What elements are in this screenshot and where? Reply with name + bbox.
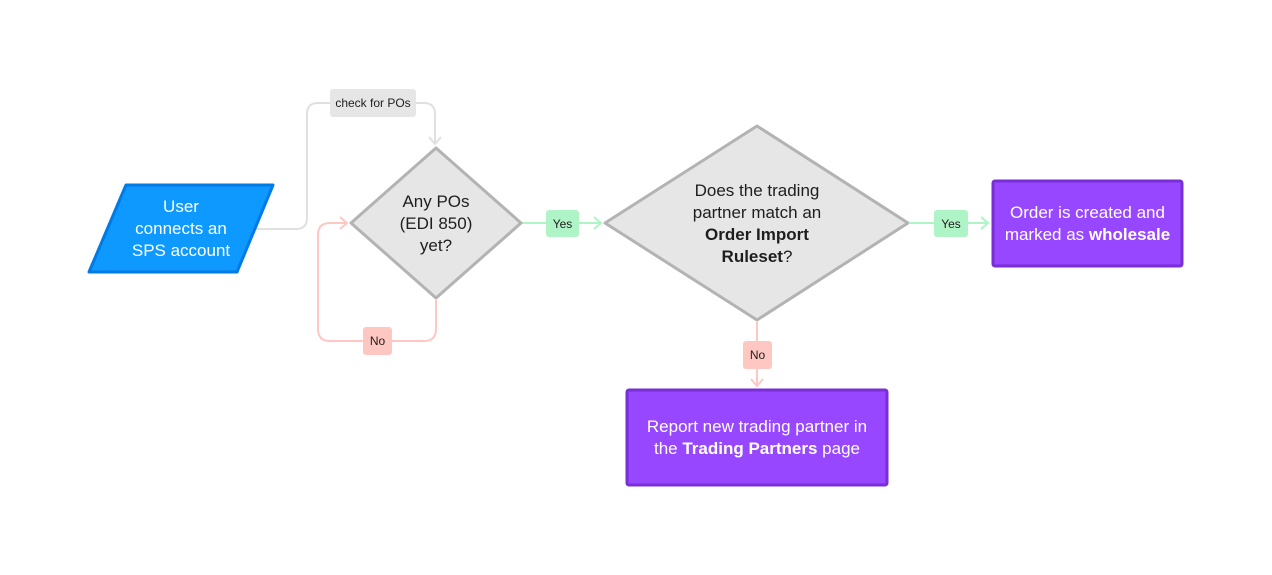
result-no-line-1: Report new trading partner in <box>646 416 868 436</box>
arrowhead-no-2 <box>750 378 764 388</box>
result-yes-node: Order is created and marked as wholesale <box>996 184 1179 263</box>
start-line-2: connects an <box>135 219 227 238</box>
decision1-node: Any POs (EDI 850) yet? <box>380 188 492 260</box>
result-yes-line-1: Order is created and <box>1010 202 1165 222</box>
start-parallelogram-shape <box>87 183 275 274</box>
arrowhead-yes-2 <box>980 216 990 230</box>
yes-label-2: Yes <box>934 210 968 237</box>
result-yes-box-shape <box>991 179 1184 268</box>
result-yes-line-2-prefix: marked as <box>1004 224 1089 244</box>
check-for-pos-label: check for POs <box>330 89 416 117</box>
decision2-line-1: Does the trading <box>694 181 820 200</box>
arrowhead-check <box>428 136 442 146</box>
start-line-1: User <box>163 197 199 216</box>
decision2-node: Does the trading partner match an Order … <box>667 178 847 270</box>
start-node: User connects an SPS account <box>110 190 252 268</box>
no-label-1: No <box>363 327 392 355</box>
result-yes-line-2-bold: wholesale <box>1088 224 1171 244</box>
decision2-line-3: Order Import <box>705 225 809 244</box>
decision1-line-3: yet? <box>419 236 453 255</box>
no-label-2: No <box>743 341 772 369</box>
yes-label-1: Yes <box>546 210 579 237</box>
decision2-diamond-shape <box>603 124 910 322</box>
start-line-3: SPS account <box>131 241 231 260</box>
decision2-line-4-bold: Ruleset <box>721 247 783 266</box>
result-no-node: Report new trading partner in the Tradin… <box>630 393 884 482</box>
result-no-line-2-prefix: the <box>653 438 683 458</box>
decision1-diamond-shape <box>349 146 523 300</box>
result-no-box-shape <box>625 388 889 487</box>
decision1-line-2: (EDI 850) <box>399 214 473 233</box>
arrowhead-no-loop <box>339 216 349 230</box>
decision2-line-2: partner match an <box>692 203 822 222</box>
connector-no-loop <box>317 222 437 342</box>
result-no-line-2-bold: Trading Partners <box>682 438 818 458</box>
result-no-line-2-suffix: page <box>817 438 860 458</box>
decision2-line-4-suffix: ? <box>782 247 793 266</box>
arrowhead-yes-1 <box>593 216 603 230</box>
connector-check-for-pos <box>256 102 436 230</box>
decision1-line-1: Any POs <box>402 192 470 211</box>
